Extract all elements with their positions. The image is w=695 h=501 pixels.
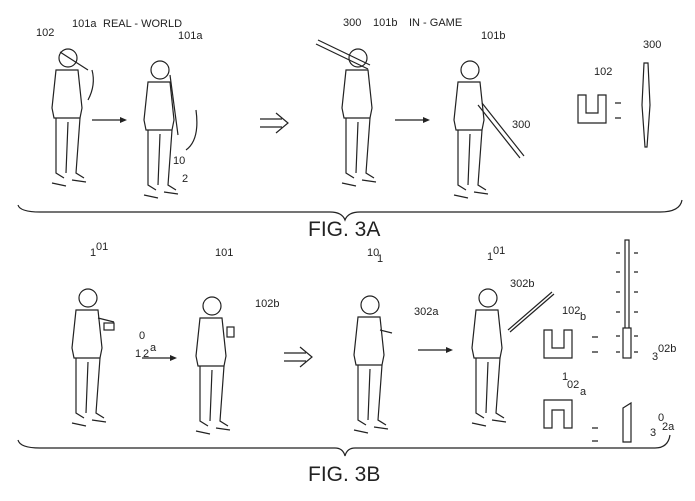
ref-101b: 101b <box>481 30 505 42</box>
lightsaber-extended-icon <box>616 239 638 359</box>
ref-300: 300 <box>343 17 361 29</box>
sequence-arrow <box>417 346 454 354</box>
implies-arrow <box>283 346 313 368</box>
ref-102: 102 <box>594 66 612 78</box>
implies-arrow <box>259 112 289 134</box>
fig3a-caption: FIG. 3A <box>308 218 380 241</box>
controller-icon <box>577 94 607 124</box>
fig3b-user-holding-controller-b <box>195 296 235 435</box>
fig3b-caption: FIG. 3B <box>308 463 380 486</box>
ref-101b: 101b <box>373 17 397 29</box>
equals-signs <box>592 336 598 442</box>
ref-302a-b: 0 <box>658 412 664 424</box>
ref-102a-sup: a <box>150 342 157 354</box>
ref-102b-sub: b <box>580 311 586 323</box>
fig3b-user-holding-controller-a <box>71 288 115 427</box>
fig3b-avatar-with-sword-b <box>471 288 555 427</box>
real-world-label: REAL - WORLD <box>103 18 182 30</box>
ref-101: 101 <box>215 247 233 259</box>
ref-302b: 302b <box>510 278 534 290</box>
ref-2: 2 <box>182 173 188 185</box>
ref-102a-b: 02 <box>567 379 579 391</box>
fig3a-real-world-user-swing <box>143 60 198 199</box>
ref-302a: 302a <box>414 306 439 318</box>
ref-302a-c: 2a <box>662 421 675 433</box>
ref-101a: 101a <box>178 30 203 42</box>
ref-101-a: 1 <box>90 247 96 259</box>
controller-a-icon <box>543 399 573 429</box>
fig3a-avatar-backswing <box>315 39 377 187</box>
lightsaber-hilt-icon <box>622 401 632 443</box>
ref-10: 10 <box>173 155 185 167</box>
ref-102b-main: 102 <box>562 305 580 317</box>
ref-102a-1: 1 <box>135 348 141 360</box>
fig3a-brace <box>17 199 683 222</box>
sequence-arrow <box>394 116 431 124</box>
ref-102a-a: 1 <box>562 371 568 383</box>
in-game-label: IN - GAME <box>409 17 462 29</box>
controller-b-icon <box>543 329 573 359</box>
ref-302b-b: 02b <box>658 343 676 355</box>
baseball-bat-icon <box>641 62 651 148</box>
ref-102b: 102b <box>255 298 279 310</box>
fig3b-brace <box>17 434 671 457</box>
ref-300: 300 <box>643 39 661 51</box>
ref-101-a: 10 <box>367 247 379 259</box>
ref-102a-top: 0 <box>139 330 145 342</box>
equals-sign <box>615 102 621 119</box>
ref-101-b: 01 <box>493 245 505 257</box>
ref-101-b: 01 <box>96 241 108 253</box>
fig3a-avatar-swing <box>453 60 525 199</box>
ref-102a-2: 2 <box>143 348 149 360</box>
ref-302a-a: 3 <box>650 427 656 439</box>
ref-101a: 101a <box>72 18 97 30</box>
ref-102a-c: a <box>580 386 587 398</box>
ref-300: 300 <box>512 119 530 131</box>
sequence-arrow <box>91 116 128 124</box>
ref-302b-a: 3 <box>652 351 658 363</box>
ref-101-b: 1 <box>377 253 383 265</box>
fig3a-real-world-user-backswing <box>51 48 94 187</box>
fig3b-avatar-with-sword-a <box>353 295 393 434</box>
ref-102: 102 <box>36 27 54 39</box>
ref-101-a: 1 <box>487 251 493 263</box>
